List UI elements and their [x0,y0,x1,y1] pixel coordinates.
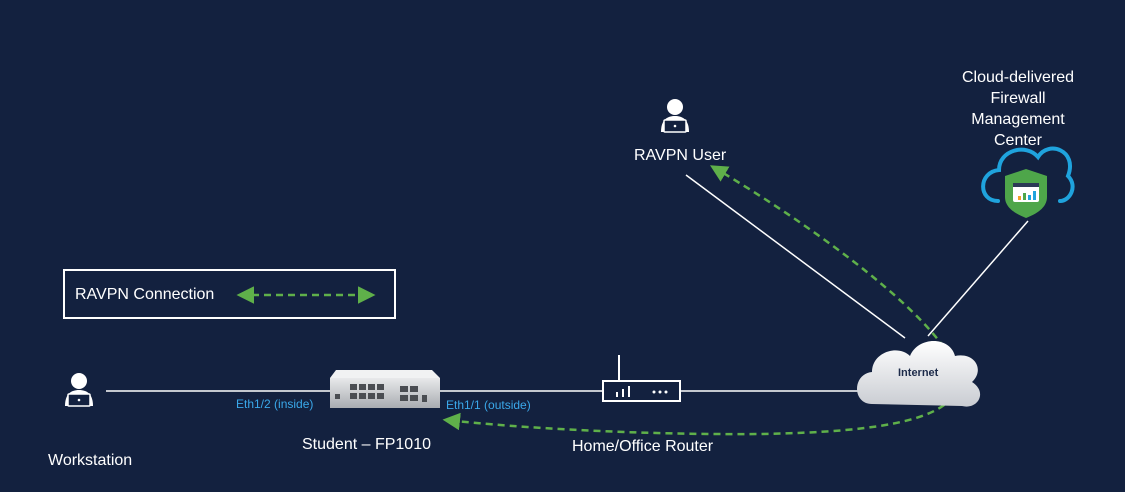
legend-label: RAVPN Connection [75,286,215,303]
firewall-appliance-icon [330,370,440,408]
internet-label: Internet [898,367,939,379]
legend-box [63,269,396,319]
user-laptop-icon [661,99,689,133]
port-outside-label: Eth1/1 (outside) [446,398,531,412]
link-ravpn-user-internet [685,174,906,339]
cdfmc-label-line: Center [993,132,1043,149]
cdfmc-label-line: Management [971,111,1065,128]
router-label: Home/Office Router [572,438,714,455]
cloud-shield-icon [981,146,1075,218]
firewall-label: Student – FP1010 [302,436,431,453]
cdfmc-label-line: Firewall [990,90,1046,107]
user-laptop-icon [65,373,93,407]
link-internet-cdfmc [927,220,1029,337]
cdfmc-label-line: Cloud-delivered [961,69,1075,86]
cdfmc-label: Cloud-delivered Firewall Management Cent… [950,67,1086,151]
ravpn-tunnel-path [442,165,959,436]
ravpn-user-label: RAVPN User [634,147,727,164]
cloud-icon [857,341,981,407]
port-inside-label: Eth1/2 (inside) [236,397,314,411]
workstation-label: Workstation [48,452,133,469]
router-icon [602,355,681,402]
